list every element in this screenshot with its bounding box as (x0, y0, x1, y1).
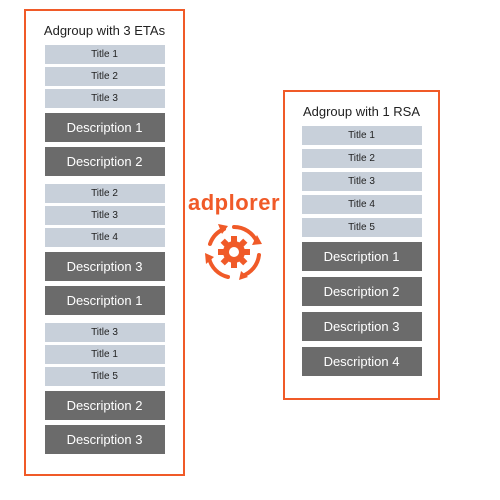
rsa-title-2: Title 2 (301, 149, 422, 168)
gear-cycle-icon (186, 222, 282, 282)
adplorer-wordmark: adplorer (187, 190, 281, 215)
rsa-stack: Title 1 Title 2 Title 3 Title 4 Title 5 … (285, 126, 438, 382)
eta2-title-3: Title 4 (44, 228, 165, 247)
eta3-title-1: Title 3 (44, 323, 165, 342)
gear-cycle-svg (205, 224, 262, 280)
eta1-title-1: Title 1 (44, 45, 165, 64)
rsa-title-5: Title 5 (301, 218, 422, 237)
eta-adgroup-heading: Adgroup with 3 ETAs (43, 23, 166, 38)
adplorer-logo: adplorer (186, 190, 282, 282)
eta3-title-3: Title 5 (44, 367, 165, 386)
eta3-description-1: Description 2 (44, 391, 165, 420)
eta2-title-1: Title 2 (44, 184, 165, 203)
rsa-description-4: Description 4 (301, 347, 422, 376)
eta3-description-2: Description 3 (44, 425, 165, 454)
eta-adgroup-panel: Adgroup with 3 ETAs Title 1 Title 2 Titl… (24, 9, 185, 476)
rsa-title-1: Title 1 (301, 126, 422, 145)
rsa-description-2: Description 2 (301, 277, 422, 306)
eta2-description-1: Description 3 (44, 252, 165, 281)
rsa-description-3: Description 3 (301, 312, 422, 341)
eta1-title-2: Title 2 (44, 67, 165, 86)
rsa-adgroup-heading: Adgroup with 1 RSA (302, 104, 421, 119)
eta2-description-2: Description 1 (44, 286, 165, 315)
eta1-description-2: Description 2 (44, 147, 165, 176)
eta2-title-2: Title 3 (44, 206, 165, 225)
rsa-description-1: Description 1 (301, 242, 422, 271)
rsa-adgroup-panel: Adgroup with 1 RSA Title 1 Title 2 Title… (283, 90, 440, 400)
eta-stack: Title 1 Title 2 Title 3 Description 1 De… (26, 45, 183, 459)
eta3-title-2: Title 1 (44, 345, 165, 364)
eta1-title-3: Title 3 (44, 89, 165, 108)
rsa-title-4: Title 4 (301, 195, 422, 214)
rsa-title-3: Title 3 (301, 172, 422, 191)
eta1-description-1: Description 1 (44, 113, 165, 142)
